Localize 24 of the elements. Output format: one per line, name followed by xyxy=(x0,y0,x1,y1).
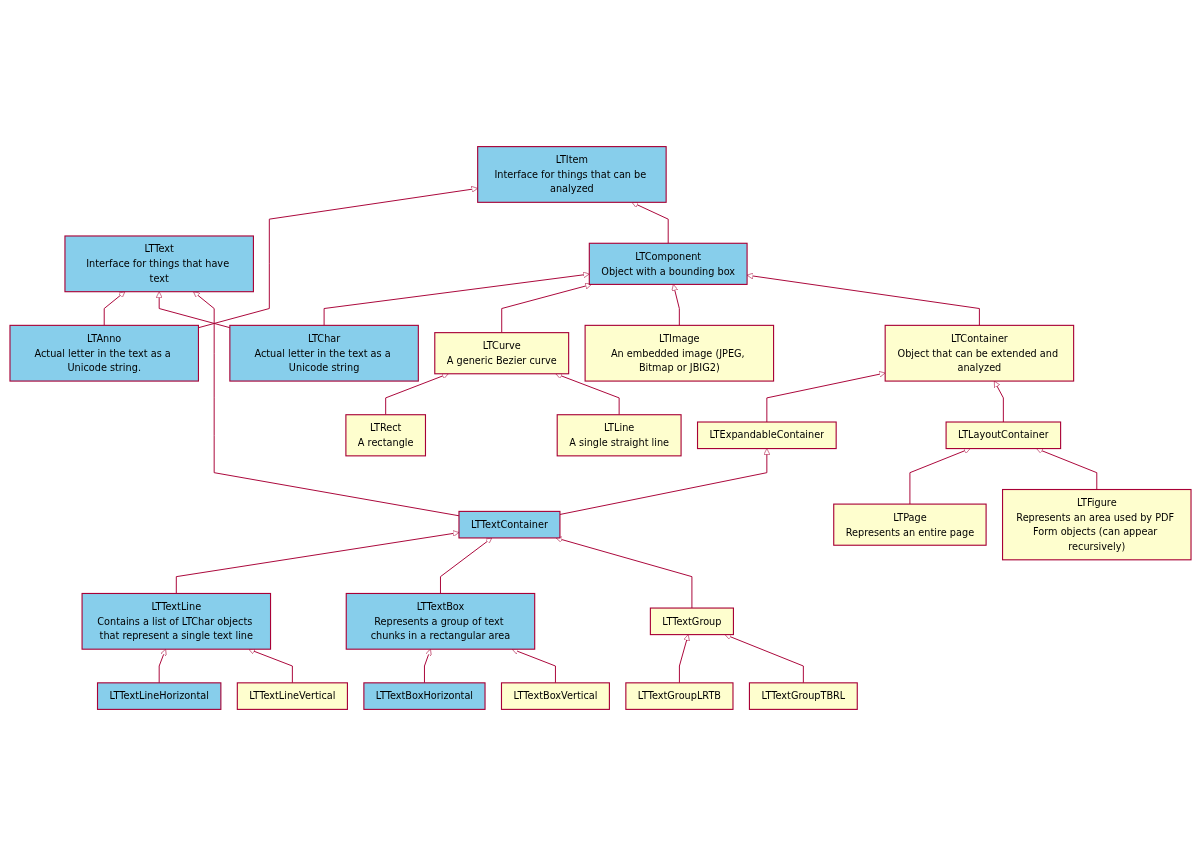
class-box: LTContainer Object that can be extended and analyzed xyxy=(884,324,1075,382)
class-box: LTItem Interface for things that can be analyzed xyxy=(477,146,667,203)
class-box: LTChar Actual letter in the text as a Unicode string xyxy=(229,324,419,382)
class-box: LTTextGroupLRTB xyxy=(625,682,734,710)
class-box: LTText Interface for things that have text xyxy=(64,235,254,293)
class-box: LTCurve A generic Bezier curve xyxy=(434,332,570,375)
class-box: LTTextBoxHorizontal xyxy=(363,682,486,710)
class-box: LTTextLine Contains a list of LTChar objects that represent a single text line xyxy=(81,592,272,650)
class-box: LTComponent Object with a bounding box xyxy=(588,242,748,285)
class-box: LTTextGroup xyxy=(649,607,734,636)
class-box: LTExpandableContainer xyxy=(696,421,837,450)
class-box: LTFigure Represents an area used by PDF Form objects (can appear recursively) xyxy=(1002,488,1192,561)
class-box: LTTextContainer xyxy=(458,510,561,539)
class-box: LTPage Represents an entire page xyxy=(833,503,987,546)
class-box: LTTextLineHorizontal xyxy=(96,682,222,710)
class-box: LTLayoutContainer xyxy=(945,421,1062,450)
class-box: LTImage An embedded image (JPEG, Bitmap or JBIG2) xyxy=(584,324,775,382)
class-box: LTTextLineVertical xyxy=(236,682,348,710)
class-box: LTTextBox Represents a group of text chunks in a rectangular area xyxy=(345,592,536,650)
class-box: LTTextBoxVertical xyxy=(500,682,610,710)
class-box: LTRect A rectangle xyxy=(345,414,427,457)
class-box: LTLine A single straight line xyxy=(556,414,682,457)
class-box: LTTextGroupTBRL xyxy=(748,682,858,710)
class-box: LTAnno Actual letter in the text as a Unicode string. xyxy=(9,324,199,382)
